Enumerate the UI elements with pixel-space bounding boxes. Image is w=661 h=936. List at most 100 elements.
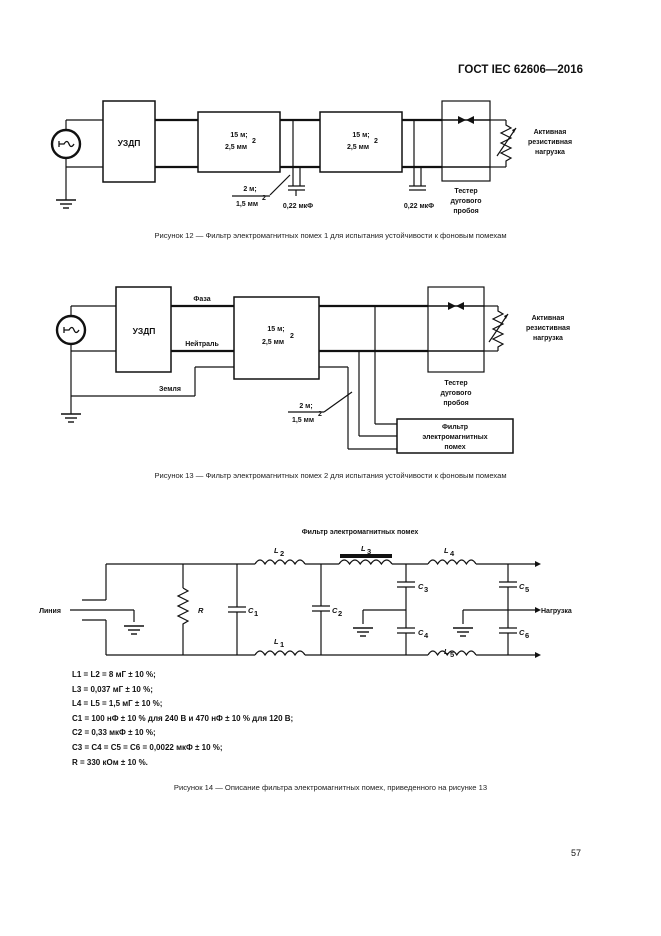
- svg-text:пробоя: пробоя: [443, 399, 468, 407]
- svg-text:L: L: [444, 647, 449, 656]
- ground-icon: [60, 413, 82, 423]
- figure-13-caption: Рисунок 13 — Фильтр электромагнитных пом…: [154, 471, 507, 480]
- svg-text:2 м;: 2 м;: [243, 186, 256, 193]
- svg-text:4: 4: [424, 631, 429, 640]
- svg-text:резистивная: резистивная: [526, 325, 570, 332]
- svg-text:2: 2: [280, 549, 284, 558]
- svg-text:15 м;: 15 м;: [230, 132, 247, 139]
- legend-line: C3 = C4 = C5 = C6 = 0,0022 мкФ ± 10 %;: [72, 742, 223, 752]
- svg-text:1,5 мм: 1,5 мм: [236, 201, 258, 208]
- earth-label: Земля: [159, 386, 181, 393]
- neutral-label: Нейтраль: [185, 340, 219, 348]
- legend-line: L3 = 0,037 мГ ± 10 %;: [72, 684, 153, 694]
- svg-text:C: C: [418, 628, 424, 637]
- svg-text:6: 6: [525, 631, 529, 640]
- svg-text:1,5 мм: 1,5 мм: [292, 417, 314, 424]
- svg-text:электромагнитных: электромагнитных: [422, 434, 487, 441]
- document-header: ГОСТ IEC 62606—2016: [458, 64, 583, 76]
- inductor-L2-icon: [254, 559, 306, 566]
- figure-12: УЗДП 15 м; 2,5 мм 2 15 м; 2,5 мм 2 0,22 …: [50, 100, 572, 215]
- svg-text:L: L: [274, 546, 279, 555]
- svg-text:2: 2: [252, 138, 256, 145]
- ground-icon: [452, 627, 474, 637]
- svg-text:C: C: [519, 582, 525, 591]
- inductor-L1-icon: [254, 650, 306, 657]
- figure-12-caption: Рисунок 12 — Фильтр электромагнитных пом…: [154, 231, 507, 240]
- svg-text:2: 2: [338, 609, 342, 618]
- legend-line: C2 = 0,33 мкФ ± 10 %;: [72, 728, 156, 738]
- component-legend: L1 = L2 = 8 мГ ± 10 %; L3 = 0,037 мГ ± 1…: [72, 668, 293, 770]
- rcd-label: УЗДП: [118, 138, 141, 148]
- svg-text:Тестер: Тестер: [454, 188, 477, 195]
- resistor-label: R: [198, 606, 204, 615]
- legend-line: L4 = L5 = 1,5 мГ ± 10 %;: [72, 699, 163, 709]
- svg-text:2,5 мм: 2,5 мм: [262, 339, 284, 346]
- svg-text:нагрузка: нагрузка: [533, 335, 563, 342]
- phase-label: Фаза: [193, 296, 210, 303]
- svg-text:15 м;: 15 м;: [267, 326, 284, 333]
- legend-line: L1 = L2 = 8 мГ ± 10 %;: [72, 670, 156, 679]
- ac-source-icon: [55, 314, 87, 346]
- svg-text:резистивная: резистивная: [528, 139, 572, 146]
- svg-text:нагрузка: нагрузка: [535, 149, 565, 156]
- svg-text:помех: помех: [444, 444, 465, 451]
- capacitor-2-label: 0,22 мкФ: [404, 203, 434, 210]
- svg-text:2: 2: [318, 411, 322, 418]
- figure-14-caption: Рисунок 14 — Описание фильтра электромаг…: [173, 783, 488, 792]
- ac-source-icon: [50, 128, 82, 160]
- svg-text:Фильтр: Фильтр: [442, 424, 468, 431]
- svg-text:2: 2: [290, 333, 294, 340]
- inductor-L4-icon: [427, 559, 477, 566]
- svg-text:15 м;: 15 м;: [352, 132, 369, 139]
- emi-filter-box: [396, 418, 514, 454]
- resistive-load-icon: [499, 120, 513, 167]
- svg-text:Активная: Активная: [534, 129, 567, 136]
- svg-text:4: 4: [450, 549, 455, 558]
- svg-text:дугового: дугового: [440, 390, 471, 397]
- rcd-box: [102, 100, 156, 183]
- svg-text:Активная: Активная: [532, 315, 565, 322]
- cable-box-1: [197, 111, 281, 173]
- resistor-icon: [176, 587, 190, 655]
- svg-text:2,5 мм: 2,5 мм: [347, 144, 369, 151]
- inductor-L3-icon: [338, 559, 393, 566]
- filter-title: Фильтр электромагнитных помех: [302, 529, 419, 536]
- figure-14: Фильтр электромагнитных помех Линия R C …: [39, 529, 572, 659]
- svg-text:Тестер: Тестер: [444, 380, 467, 387]
- ground-icon: [123, 625, 145, 635]
- svg-text:C: C: [332, 606, 338, 615]
- figure-13: УЗДП Фаза Нейтраль Земля 15 м; 2,5 мм 2 …: [55, 286, 570, 454]
- svg-text:L: L: [444, 546, 449, 555]
- rcd-label: УЗДП: [133, 326, 156, 336]
- svg-text:C: C: [519, 628, 525, 637]
- ground-icon: [352, 627, 374, 637]
- svg-text:пробоя: пробоя: [453, 207, 478, 215]
- arc-gap-icon: [458, 116, 474, 124]
- svg-text:2: 2: [262, 195, 266, 202]
- arc-tester-box: [427, 286, 485, 373]
- legend-line: C1 = 100 нФ ± 10 % для 240 В и 470 нФ ± …: [72, 713, 294, 723]
- resistive-load-icon: [491, 306, 505, 351]
- load-label: Нагрузка: [541, 608, 572, 615]
- rcd-box: [115, 286, 172, 373]
- inductor-L5-icon: [427, 650, 477, 657]
- svg-text:1: 1: [254, 609, 258, 618]
- svg-text:3: 3: [367, 547, 371, 556]
- svg-text:C: C: [248, 606, 254, 615]
- svg-text:5: 5: [525, 585, 529, 594]
- svg-text:2 м;: 2 м;: [299, 403, 312, 410]
- legend-line: R = 330 кОм ± 10 %.: [72, 757, 148, 767]
- ground-icon: [55, 199, 77, 209]
- arc-tester-box: [441, 100, 491, 182]
- svg-text:1: 1: [280, 640, 284, 649]
- page-number: 57: [570, 848, 581, 858]
- svg-text:2: 2: [374, 138, 378, 145]
- svg-text:L: L: [361, 544, 366, 553]
- svg-text:дугового: дугового: [450, 198, 481, 205]
- svg-text:L: L: [274, 637, 279, 646]
- svg-text:3: 3: [424, 585, 428, 594]
- arc-gap-icon: [448, 302, 464, 310]
- svg-text:2,5 мм: 2,5 мм: [225, 144, 247, 151]
- line-label: Линия: [39, 608, 61, 615]
